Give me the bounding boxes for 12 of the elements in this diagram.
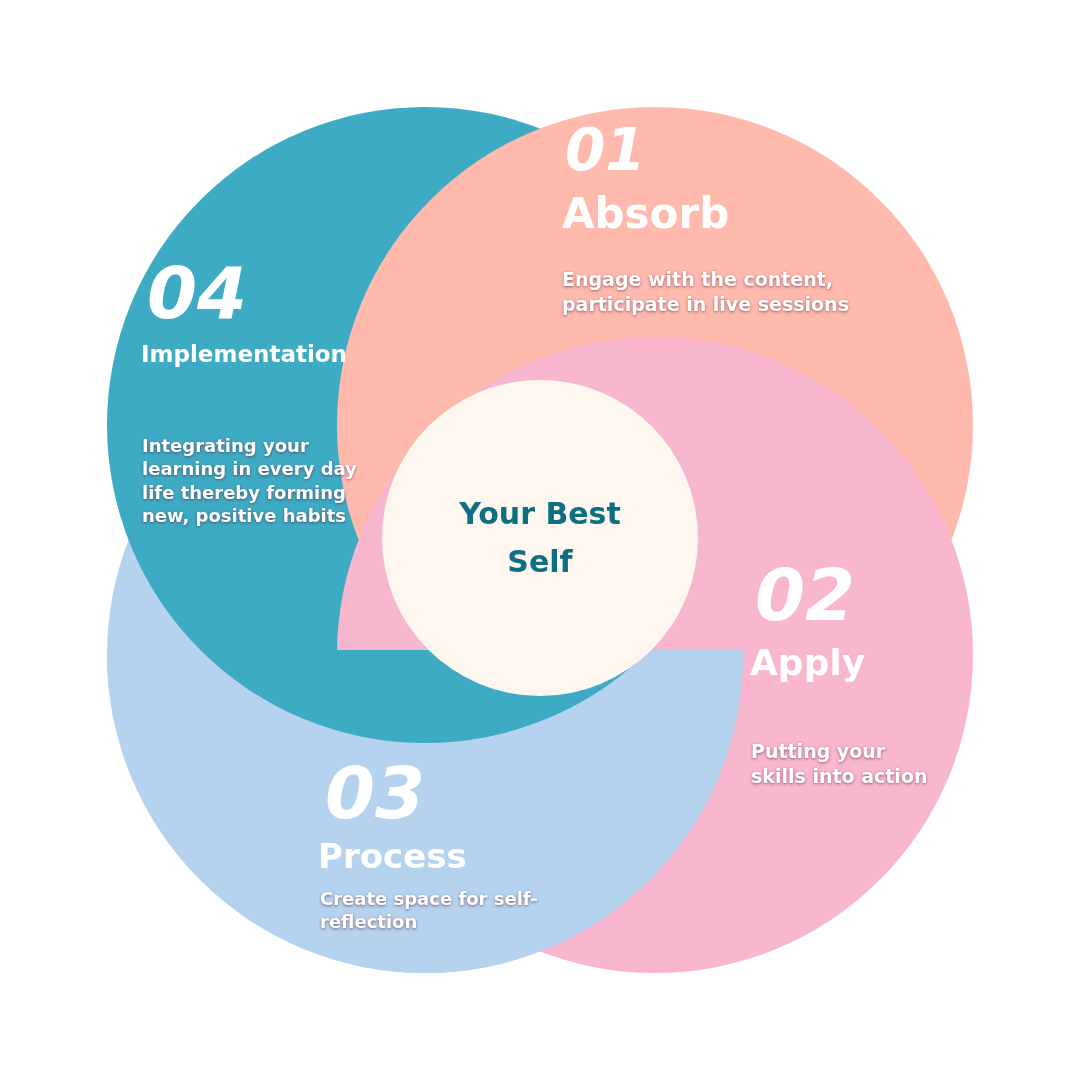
- step-number: 02: [755, 559, 856, 631]
- step-title: Apply: [750, 645, 866, 681]
- step-description: Putting your skills into action: [751, 739, 929, 789]
- step-title: Absorb: [562, 193, 730, 235]
- center-title: Your Best Self: [458, 495, 622, 581]
- step-description: Engage with the content, participate in live sessions: [562, 267, 850, 317]
- step-title: Process: [318, 839, 467, 873]
- step-title: Implementation: [141, 343, 347, 366]
- step-number: 03: [325, 757, 426, 829]
- step-number: 01: [565, 121, 646, 179]
- step-description: Create space for self-reflection: [320, 887, 539, 934]
- step-number: 04: [147, 257, 248, 329]
